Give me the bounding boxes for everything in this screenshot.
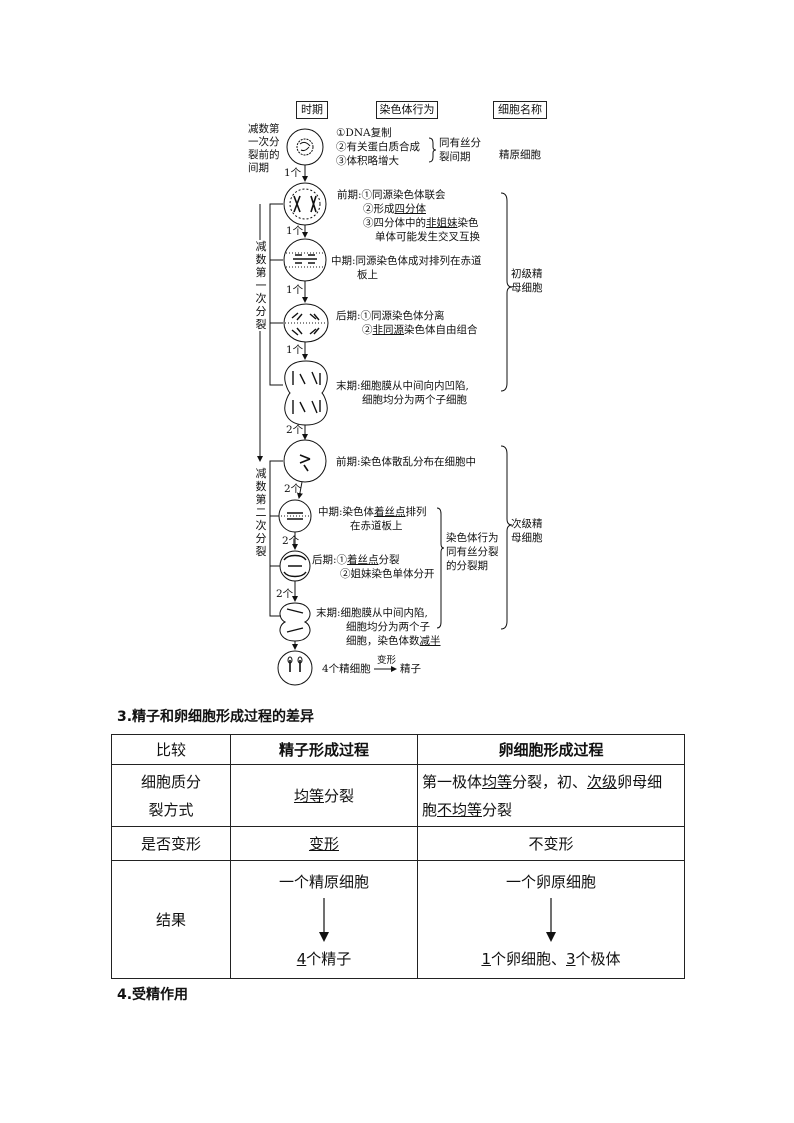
m2-telophase-text: 末期:细胞膜从中间内陷, 细胞均分为两个子 细胞，染色体数减半	[316, 606, 441, 648]
cell-m2-metaphase	[279, 500, 311, 532]
m2-prophase-text: 前期:染色体散乱分布在细胞中	[336, 455, 476, 469]
down-arrow-icon	[422, 892, 680, 948]
interphase-label: 减数第 一次分 裂前的 间期	[248, 123, 280, 175]
interphase-behaviors: ①DNA复制 ②有关蛋白质合成 ③体积略增大	[336, 126, 420, 168]
header-egg-process: 卵细胞形成过程	[418, 735, 685, 765]
m1-prophase-text: 前期:①同源染色体联会 ②形成四分体 ③四分体中的非姐妹染色 单体可能发生交叉互…	[337, 188, 480, 244]
row3-label: 结果	[112, 861, 231, 979]
row1-label: 细胞质分 裂方式	[112, 765, 231, 827]
count-2a: 2个	[286, 422, 303, 437]
final-sperm-cells-text: 4个精细胞	[322, 662, 371, 676]
row2-egg: 不变形	[418, 827, 685, 861]
cell-sperm-cells	[278, 651, 312, 685]
m2-anaphase-text: 后期:①着丝点分裂 ②姐妹染色单体分开	[312, 553, 435, 581]
row3-sperm: 一个精原细胞 4个精子	[231, 861, 418, 979]
table-row-result: 结果 一个精原细胞 4个精子 一个卵原细胞 1个卵细胞、3个极体	[112, 861, 685, 979]
table-row-deformation: 是否变形 变形 不变形	[112, 827, 685, 861]
table-header-row: 比较 精子形成过程 卵细胞形成过程	[112, 735, 685, 765]
count-1c: 1个	[286, 282, 303, 297]
m2-metaphase-text: 中期:染色体着丝点排列 在赤道板上	[318, 505, 427, 533]
m1-anaphase-text: 后期:①同源染色体分离 ②非同源染色体自由组合	[336, 309, 478, 337]
row3-egg: 一个卵原细胞 1个卵细胞、3个极体	[418, 861, 685, 979]
cell-interphase	[287, 129, 323, 165]
row1-egg: 第一极体均等分裂，初、次级卵母细 胞不均等分裂	[418, 765, 685, 827]
count-2c: 2个	[282, 533, 299, 548]
table-row-cytoplasm: 细胞质分 裂方式 均等分裂 第一极体均等分裂，初、次级卵母细 胞不均等分裂	[112, 765, 685, 827]
cell-m1-telophase	[285, 361, 327, 425]
count-2b: 2个	[284, 481, 301, 496]
cell-name-spermatogonium: 精原细胞	[499, 148, 541, 162]
cell-m1-metaphase	[284, 239, 326, 281]
cell-m2-prophase	[284, 440, 326, 482]
section3-title: 3.精子和卵细胞形成过程的差异	[117, 706, 314, 726]
cell-m2-anaphase	[280, 551, 310, 581]
final-arrow-label: 变形	[377, 655, 396, 666]
row2-sperm: 变形	[231, 827, 418, 861]
m1-telophase-text: 末期:细胞膜从中间向内凹陷, 细胞均分为两个子细胞	[336, 379, 469, 407]
cell-name-primary-spermatocyte: 初级精 母细胞	[511, 267, 543, 295]
meiosis2-label: 减数第二次分裂	[254, 467, 268, 558]
interphase-brace-note: 同有丝分 裂间期	[439, 136, 481, 164]
m2-brace-note: 染色体行为 同有丝分裂 的分裂期	[446, 531, 499, 573]
count-2d: 2个	[276, 586, 293, 601]
down-arrow-icon	[235, 892, 413, 948]
diagram-drawing	[0, 0, 794, 700]
cell-m1-anaphase	[284, 304, 328, 342]
section4-title: 4.受精作用	[117, 984, 188, 1004]
cell-m2-telophase	[280, 603, 310, 641]
count-1a: 1个	[284, 165, 301, 180]
final-sperm-text: 精子	[400, 662, 421, 676]
count-1b: 1个	[286, 223, 303, 238]
count-1d: 1个	[286, 342, 303, 357]
row2-label: 是否变形	[112, 827, 231, 861]
header-compare: 比较	[112, 735, 231, 765]
meiosis1-label: 减数第一次分裂	[254, 240, 268, 331]
m1-metaphase-text: 中期:同源染色体成对排列在赤道 板上	[331, 254, 482, 282]
comparison-table: 比较 精子形成过程 卵细胞形成过程 细胞质分 裂方式 均等分裂 第一极体均等分裂…	[111, 734, 685, 979]
cell-name-secondary-spermatocyte: 次级精 母细胞	[511, 517, 543, 545]
cell-m1-prophase	[284, 183, 326, 225]
row1-sperm: 均等分裂	[231, 765, 418, 827]
header-sperm-process: 精子形成过程	[231, 735, 418, 765]
